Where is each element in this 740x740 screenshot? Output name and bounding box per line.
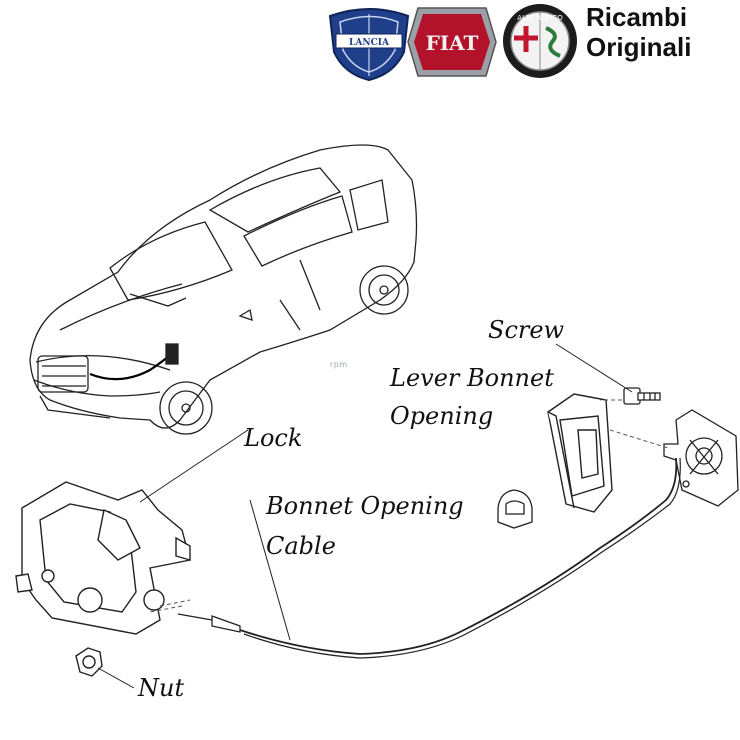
lock-part [15,481,191,635]
lever-part [547,393,613,513]
label-nut: Nut [138,674,185,702]
bracket-part [663,409,739,507]
nut-part [75,647,103,677]
car-illustration [29,144,418,435]
clip-part [497,489,533,529]
label-lock: Lock [244,424,303,452]
label-lever-line1: Lever Bonnet [390,364,554,392]
leader-lines [97,343,633,689]
svg-text:LANCIA: LANCIA [349,38,390,48]
label-cable-line1: Bonnet Opening [266,492,464,520]
watermark: rpm [330,360,348,369]
svg-text:ALFA ROMEO: ALFA ROMEO [517,14,563,22]
label-screw: Screw [488,316,565,344]
brand-title: Ricambi Originali [586,2,691,62]
brand-line-2: Originali [586,32,692,62]
screw-part [623,387,661,405]
label-cable-line2: Cable [266,532,336,560]
lancia-logo: LANCIA [328,8,410,82]
fiat-logo: FIAT [407,7,497,77]
alfa-romeo-logo: ALFA ROMEO [503,4,577,78]
label-lever-line2: Opening [390,402,494,430]
svg-text:FIAT: FIAT [426,31,479,55]
brand-line-1: Ricambi [586,2,688,32]
cable-part [177,457,681,659]
alignment-lines [149,399,669,613]
